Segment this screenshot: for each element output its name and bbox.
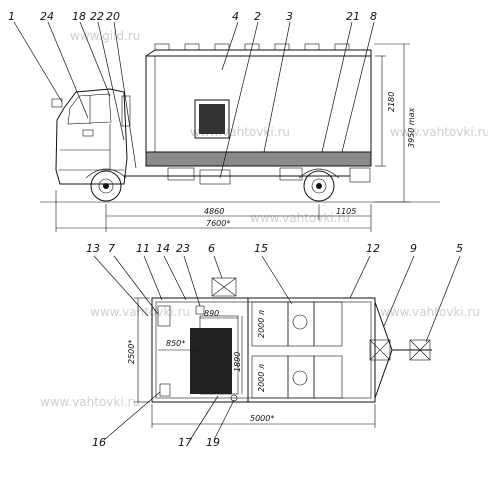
callout-18: 18 bbox=[72, 10, 86, 23]
callout-23: 23 bbox=[176, 242, 190, 255]
plan-door bbox=[159, 383, 171, 397]
dim-room-length: 1890 bbox=[233, 352, 242, 372]
callout-16: 16 bbox=[92, 436, 106, 449]
callout-15: 15 bbox=[254, 242, 268, 255]
watermark: www.gild.ru bbox=[70, 29, 140, 43]
cab-window bbox=[67, 93, 112, 125]
plan-dimensions: 2500* 850* 890 1890 5000* bbox=[127, 297, 376, 428]
side-dimensions: 2180 3950 max 4860 1105 7600* bbox=[55, 43, 416, 232]
equipment-block bbox=[190, 328, 232, 394]
plan-body-outline bbox=[151, 297, 376, 403]
dim-aisle: 850* bbox=[166, 339, 185, 348]
ventilation-grille bbox=[194, 99, 230, 139]
truck-cab bbox=[55, 88, 128, 185]
watermark: www.vahtovki.ru bbox=[90, 305, 190, 319]
callout-24: 24 bbox=[40, 10, 54, 23]
side-view: 1 24 18 22 20 4 2 3 21 8 2180 bbox=[8, 10, 440, 232]
rear-wheel bbox=[303, 170, 335, 202]
callout-9: 9 bbox=[410, 242, 417, 255]
watermark: www.vahtovki.ru bbox=[380, 305, 480, 319]
callout-13: 13 bbox=[86, 242, 100, 255]
watermark: www.vahtovki.ru bbox=[40, 395, 140, 409]
body-floor bbox=[145, 151, 372, 167]
front-wheel bbox=[90, 170, 122, 202]
callout-2: 2 bbox=[254, 10, 261, 23]
callout-21: 21 bbox=[346, 10, 360, 23]
dim-rear-overhang: 1105 bbox=[336, 207, 356, 216]
watermark: www.vahtovki.ru bbox=[250, 211, 350, 225]
dim-body-length: 5000* bbox=[250, 414, 274, 423]
body-roof bbox=[145, 49, 372, 57]
plan-callouts: 13 7 11 14 23 6 15 12 9 5 16 17 19 bbox=[86, 242, 463, 449]
callout-5: 5 bbox=[456, 242, 463, 255]
dim-plan-width: 2500* bbox=[127, 340, 136, 364]
side-callouts: 1 24 18 22 20 4 2 3 21 8 bbox=[8, 10, 377, 179]
exhaust-pipe bbox=[121, 95, 131, 127]
dim-room-width: 890 bbox=[204, 309, 219, 318]
mirror bbox=[51, 98, 63, 108]
dim-wheelbase: 4860 bbox=[204, 207, 224, 216]
callout-4: 4 bbox=[232, 10, 239, 23]
tank-2-label: 2000 л bbox=[257, 364, 266, 392]
grille-mesh bbox=[199, 104, 225, 134]
callout-14: 14 bbox=[156, 242, 170, 255]
dim-total-height: 3950 max bbox=[407, 107, 416, 148]
callout-22: 22 bbox=[90, 10, 104, 23]
callout-11: 11 bbox=[136, 242, 150, 255]
tank-1-label: 2000 л bbox=[257, 310, 266, 338]
callout-20: 20 bbox=[106, 10, 120, 23]
callout-7: 7 bbox=[108, 242, 115, 255]
callout-6: 6 bbox=[208, 242, 215, 255]
watermark: www.vahtovki.ru bbox=[390, 125, 488, 139]
callout-1: 1 bbox=[8, 10, 15, 23]
callout-12: 12 bbox=[366, 242, 380, 255]
dim-body-height: 2180 bbox=[387, 92, 396, 112]
callout-19: 19 bbox=[206, 436, 220, 449]
dim-total-length: 7600* bbox=[206, 219, 230, 228]
fuel-tank bbox=[199, 169, 231, 185]
callout-17: 17 bbox=[178, 436, 192, 449]
callout-3: 3 bbox=[286, 10, 293, 23]
callout-8: 8 bbox=[370, 10, 377, 23]
plan-view: 2000 л 2000 л 2500* 850* 890 1890 5000* … bbox=[86, 242, 463, 449]
roof-hatch bbox=[211, 277, 237, 297]
